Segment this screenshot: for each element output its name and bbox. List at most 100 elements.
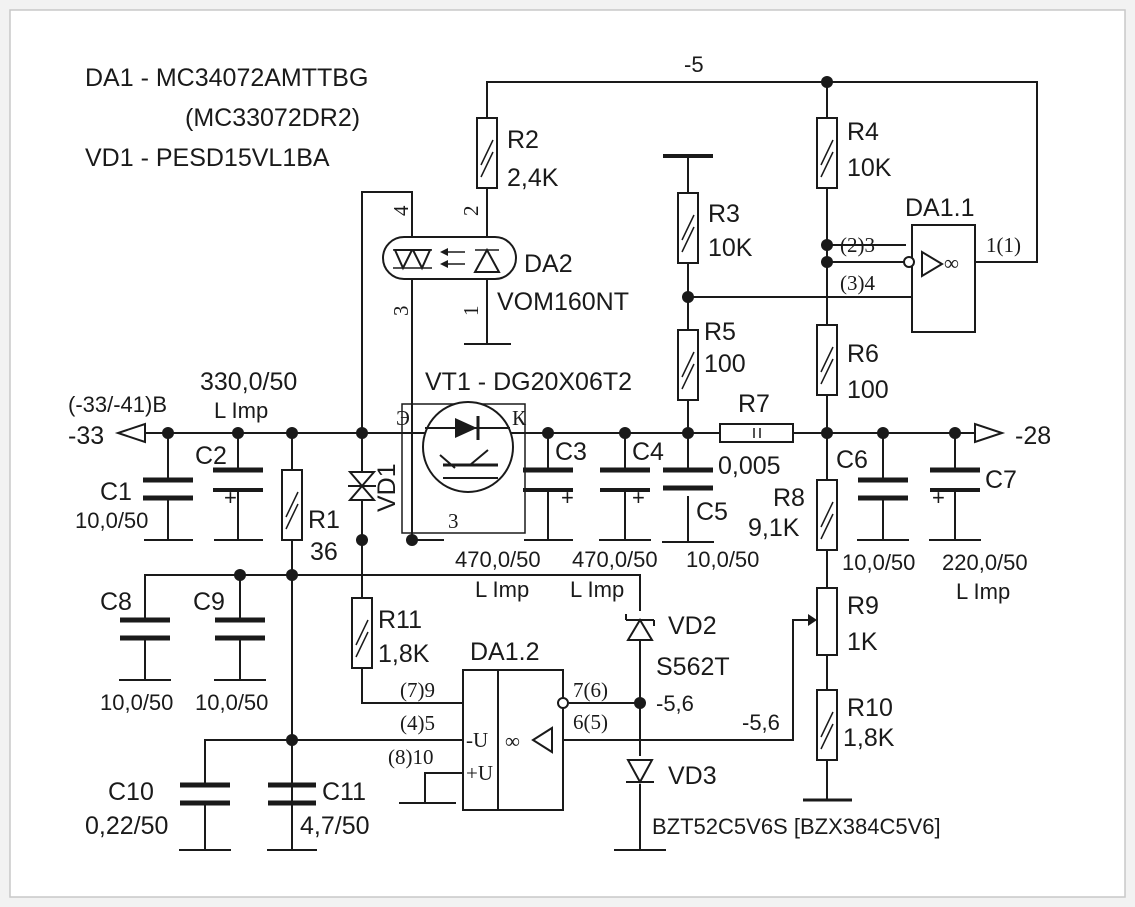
- svg-text:L Imp: L Imp: [475, 577, 529, 602]
- svg-text:L Imp: L Imp: [570, 577, 624, 602]
- svg-text:VD1: VD1: [373, 463, 401, 512]
- svg-text:220,0/50: 220,0/50: [942, 550, 1028, 575]
- svg-text:Э: Э: [396, 406, 410, 430]
- svg-text:(8)10: (8)10: [388, 745, 434, 769]
- diode-vd2: VD2 S562T: [625, 612, 730, 681]
- svg-text:C9: C9: [193, 588, 225, 616]
- svg-text:-U: -U: [466, 728, 488, 752]
- svg-text:2,4K: 2,4K: [507, 164, 559, 192]
- svg-text:C7: C7: [985, 466, 1017, 494]
- svg-text:C11: C11: [322, 778, 366, 806]
- svg-text:R9: R9: [847, 592, 879, 620]
- svg-text:10,0/50: 10,0/50: [75, 508, 148, 533]
- svg-text:0,005: 0,005: [718, 452, 781, 480]
- svg-text:C10: C10: [108, 778, 154, 806]
- svg-text:1K: 1K: [847, 628, 878, 656]
- svg-text:+: +: [632, 485, 645, 510]
- svg-text:330,0/50: 330,0/50: [200, 368, 297, 396]
- resistor-r4: R4 10K: [816, 117, 892, 189]
- capacitor-c3: + C3 470,0/50 L Imp: [455, 438, 587, 602]
- opamp-da12: ∞ DA1.2 (7)9 (4)5 (8)10 -U +U 7(6) 6(5): [388, 638, 608, 811]
- svg-text:10,0/50: 10,0/50: [195, 690, 268, 715]
- svg-text:R7: R7: [738, 390, 770, 418]
- capacitor-c1: C1 10,0/50: [75, 477, 193, 533]
- svg-text:∞: ∞: [944, 251, 959, 275]
- capacitor-c6: C6 10,0/50: [836, 446, 915, 575]
- svg-text:2: 2: [459, 206, 483, 217]
- svg-text:R2: R2: [507, 126, 539, 154]
- svg-text:+: +: [932, 485, 945, 510]
- capacitor-c5: C5 10,0/50: [663, 467, 759, 572]
- resistor-r8: R8 9,1K: [748, 479, 838, 551]
- svg-text:C4: C4: [632, 438, 664, 466]
- svg-text:DA1.2: DA1.2: [470, 638, 539, 666]
- diode-vd1: VD1: [347, 463, 401, 512]
- svg-text:(2)3: (2)3: [840, 233, 875, 257]
- input-range-label: (-33/-41)B: [68, 392, 167, 417]
- svg-text:7(6): 7(6): [573, 678, 608, 702]
- svg-text:1: 1: [459, 306, 483, 317]
- svg-text:R11: R11: [378, 606, 422, 634]
- svg-text:R1: R1: [308, 506, 340, 534]
- header-line-3: VD1 - PESD15VL1BA: [85, 144, 330, 172]
- svg-text:3: 3: [448, 509, 459, 533]
- input-label: -33: [68, 422, 104, 450]
- svg-text:3: 3: [389, 306, 413, 317]
- svg-text:(4)5: (4)5: [400, 711, 435, 735]
- header-line-2: (MC33072DR2): [185, 104, 360, 132]
- resistor-r9: R9 1K: [808, 587, 879, 656]
- transistor-vt1: VT1 - DG20X06T2 Э К 3: [396, 368, 632, 533]
- svg-text:S562T: S562T: [656, 653, 730, 681]
- capacitor-c11: C11 4,7/50: [268, 778, 370, 840]
- header-line-1: DA1 - MC34072AMTTBG: [85, 64, 368, 92]
- svg-text:9,1K: 9,1K: [748, 514, 800, 542]
- diode-vd3: VD3 BZT52C5V6S [BZX384C5V6]: [626, 759, 941, 839]
- svg-text:VT1 - DG20X06T2: VT1 - DG20X06T2: [425, 368, 632, 396]
- resistor-r10: R10 1,8K: [816, 689, 895, 761]
- svg-text:+: +: [224, 485, 237, 510]
- svg-text:+: +: [561, 485, 574, 510]
- svg-text:(3)4: (3)4: [840, 271, 875, 295]
- resistor-r7: R7 0,005: [718, 390, 794, 480]
- svg-text:L Imp: L Imp: [214, 398, 268, 423]
- opamp-da11: ∞ DA1.1 (2)3 (3)4 1(1): [840, 194, 1021, 333]
- resistor-r11: R11 1,8K: [351, 597, 430, 669]
- svg-text:DA1.1: DA1.1: [905, 194, 974, 222]
- resistor-r3: R3 10K: [677, 192, 753, 264]
- capacitor-c7: + C7 220,0/50 L Imp: [930, 466, 1028, 604]
- svg-text:C1: C1: [100, 478, 132, 506]
- capacitor-c9: C9 10,0/50: [193, 588, 268, 715]
- minus5-label: -5: [684, 52, 704, 77]
- svg-text:DA2: DA2: [524, 250, 573, 278]
- svg-text:R6: R6: [847, 340, 879, 368]
- svg-text:470,0/50: 470,0/50: [455, 547, 541, 572]
- capacitor-c10: C10 0,22/50: [85, 778, 230, 840]
- resistor-r5: R5 100: [677, 318, 746, 401]
- resistor-r6: R6 100: [816, 324, 889, 404]
- svg-text:VD3: VD3: [668, 762, 717, 790]
- svg-text:10,0/50: 10,0/50: [100, 690, 173, 715]
- svg-text:C6: C6: [836, 446, 868, 474]
- output-terminal: [974, 422, 1006, 444]
- svg-text:10K: 10K: [708, 234, 753, 262]
- svg-text:К: К: [512, 406, 527, 430]
- svg-text:L Imp: L Imp: [956, 579, 1010, 604]
- vd2-node-label: -5,6: [656, 691, 694, 716]
- svg-text:R8: R8: [773, 484, 805, 512]
- svg-text:4,7/50: 4,7/50: [300, 812, 370, 840]
- svg-text:1(1): 1(1): [986, 233, 1021, 257]
- svg-text:R5: R5: [704, 318, 736, 346]
- svg-text:∞: ∞: [505, 729, 520, 753]
- input-terminal: [114, 422, 146, 444]
- svg-text:1,8K: 1,8K: [843, 724, 895, 752]
- svg-text:C2: C2: [195, 442, 227, 470]
- svg-text:R4: R4: [847, 118, 879, 146]
- svg-text:VD2: VD2: [668, 612, 717, 640]
- resistor-r1: R1 36: [281, 469, 340, 566]
- svg-text:4: 4: [389, 205, 413, 216]
- svg-text:1,8K: 1,8K: [378, 640, 430, 668]
- junctions: [162, 76, 961, 746]
- capacitor-c2: + C2 330,0/50 L Imp: [195, 368, 297, 510]
- svg-text:100: 100: [847, 376, 889, 404]
